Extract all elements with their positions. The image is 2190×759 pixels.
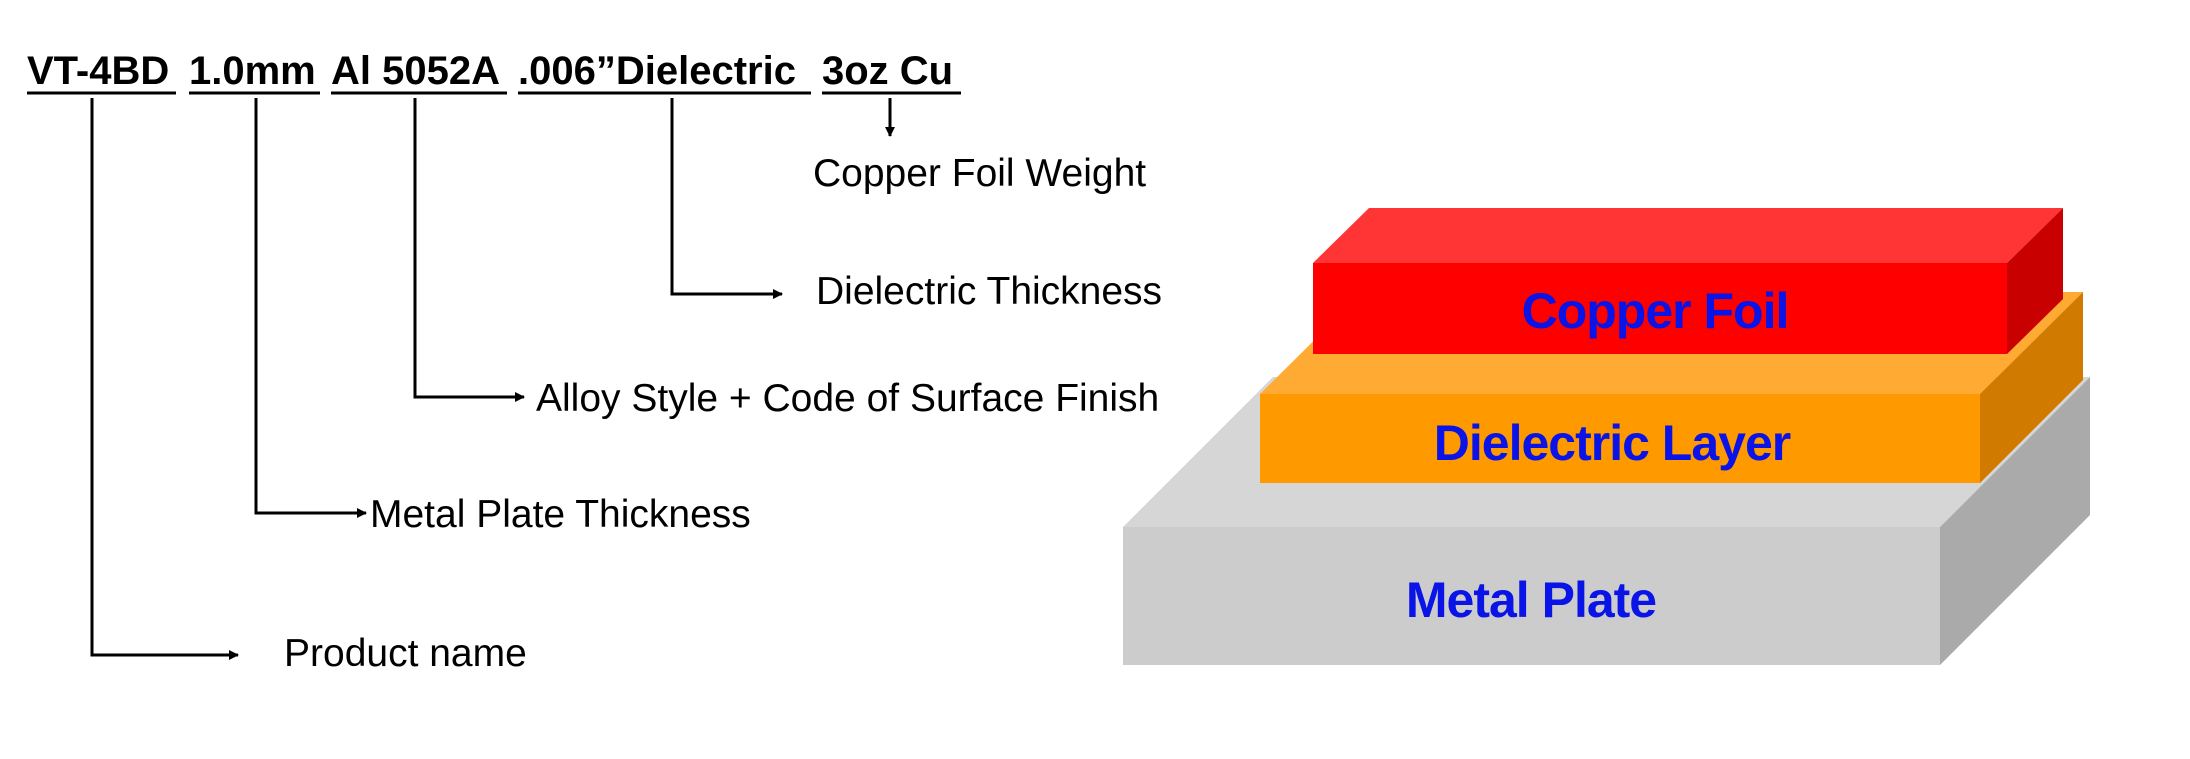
copper-foil-top-face: [1313, 208, 2063, 263]
copper-foil-block: Copper Foil: [1313, 208, 2063, 354]
desc-alloy-finish: Alloy Style + Code of Surface Finish: [536, 377, 1159, 420]
desc-metal-thickness: Metal Plate Thickness: [370, 493, 751, 536]
connector-metal-thickness: [254, 98, 367, 518]
layer-stack: Metal Plate Dielectric Layer Copper Foil: [1123, 208, 2090, 665]
copper-foil-front-face: [1313, 263, 2007, 354]
code-dielectric: .006”Dielectric: [518, 49, 796, 93]
dielectric-layer-side-face: [1980, 292, 2083, 483]
code-copper: 3oz Cu: [822, 49, 953, 93]
metal-plate-label: Metal Plate: [1406, 572, 1656, 628]
copper-foil-label: Copper Foil: [1522, 283, 1789, 339]
code-alloy: Al 5052A: [331, 49, 500, 93]
part-number-code: VT-4BD 1.0mm Al 5052A .006”Dielectric 3o…: [27, 49, 961, 95]
metal-plate-side-face: [1940, 377, 2090, 665]
metal-plate-front-face: [1123, 527, 1940, 665]
descriptions: Copper Foil Weight Dielectric Thickness …: [284, 152, 1162, 675]
connector-alloy-finish: [413, 98, 525, 402]
desc-dielectric-thickness: Dielectric Thickness: [816, 270, 1162, 313]
dielectric-layer-label: Dielectric Layer: [1434, 415, 1791, 471]
code-thickness: 1.0mm: [189, 49, 316, 93]
connector-product-name: [90, 98, 239, 660]
code-product: VT-4BD: [27, 49, 169, 93]
connector-dielectric-thickness: [670, 98, 783, 299]
desc-copper-weight: Copper Foil Weight: [813, 152, 1146, 195]
dielectric-layer-front-face: [1260, 394, 1980, 483]
copper-foil-side-face: [2007, 208, 2063, 354]
desc-product-name: Product name: [284, 632, 527, 675]
connectors: [90, 98, 895, 660]
